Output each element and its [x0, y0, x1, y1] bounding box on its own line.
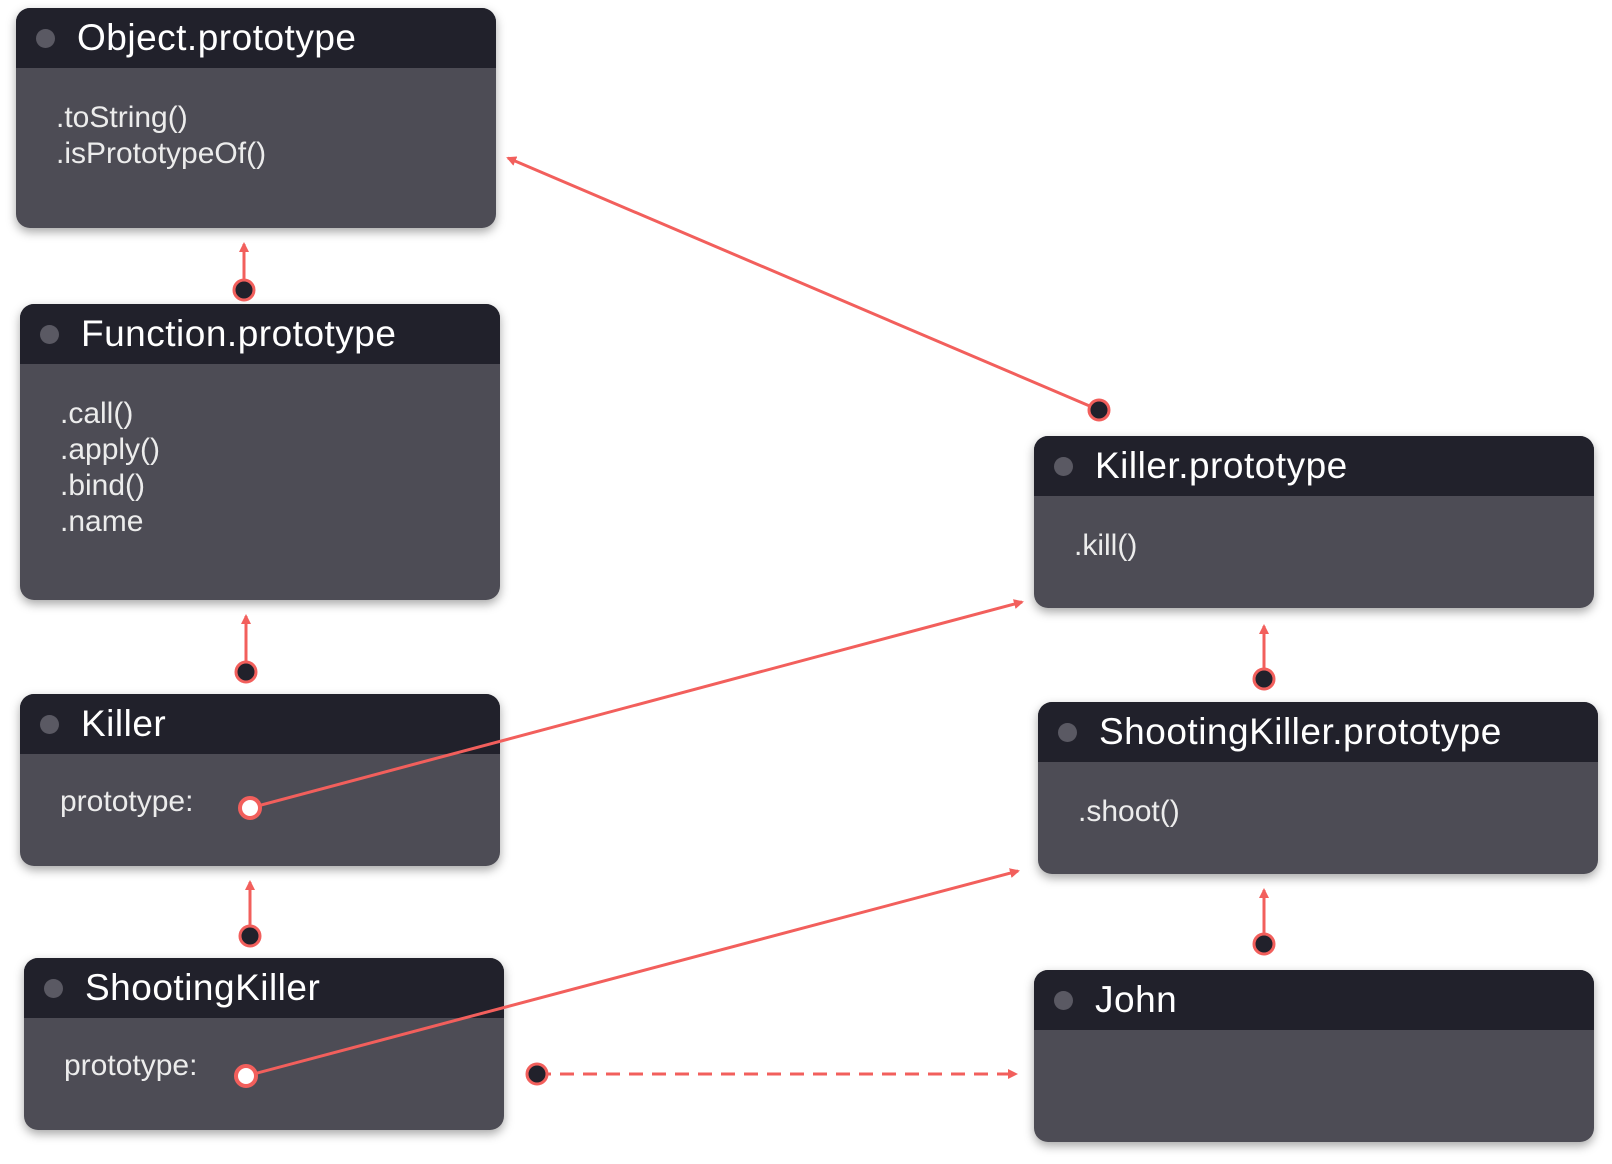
member-item: .isPrototypeOf(): [56, 137, 267, 170]
node-members: .kill(): [1074, 528, 1137, 564]
node-object-prototype[interactable]: Object.prototype .toString() .isPrototyp…: [16, 8, 496, 228]
node-header: John: [1034, 970, 1594, 1030]
node-header: Killer.prototype: [1034, 436, 1594, 496]
prototype-label: prototype:: [64, 1049, 198, 1082]
node-status-dot-icon: [1054, 457, 1073, 476]
link-shooting-killer-to-john-dashed[interactable]: [525, 1062, 1018, 1086]
member-item: .name: [60, 505, 144, 538]
node-killer[interactable]: Killer prototype:: [20, 694, 500, 866]
node-header: ShootingKiller: [24, 958, 504, 1018]
member-item: .call(): [60, 397, 134, 430]
member-item: .bind(): [60, 469, 146, 502]
member-item: .shoot(): [1078, 795, 1180, 828]
node-members: .shoot(): [1078, 794, 1180, 830]
node-header: Killer: [20, 694, 500, 754]
node-shooting-killer[interactable]: ShootingKiller prototype:: [24, 958, 504, 1130]
node-status-dot-icon: [36, 29, 55, 48]
node-title: Killer.prototype: [1095, 445, 1348, 486]
member-item: .toString(): [56, 101, 188, 134]
node-members: .toString() .isPrototypeOf(): [56, 100, 266, 172]
node-status-dot-icon: [1054, 991, 1073, 1010]
node-shooting-killer-prototype[interactable]: ShootingKiller.prototype .shoot(): [1038, 702, 1598, 874]
node-title: ShootingKiller.prototype: [1099, 711, 1502, 752]
node-function-prototype[interactable]: Function.prototype .call() .apply() .bin…: [20, 304, 500, 600]
node-status-dot-icon: [44, 979, 63, 998]
member-item: .apply(): [60, 433, 161, 466]
node-title: Object.prototype: [77, 17, 357, 58]
node-title: Killer: [81, 703, 167, 744]
link-john-to-shooting-killer-prototype[interactable]: [1252, 888, 1276, 956]
node-killer-prototype[interactable]: Killer.prototype .kill(): [1034, 436, 1594, 608]
node-header: ShootingKiller.prototype: [1038, 702, 1598, 762]
link-function-prototype-to-object-prototype[interactable]: [232, 242, 256, 302]
node-title: John: [1095, 979, 1178, 1020]
node-status-dot-icon: [40, 325, 59, 344]
node-status-dot-icon: [1058, 723, 1077, 742]
node-status-dot-icon: [40, 715, 59, 734]
link-shooting-killer-to-killer[interactable]: [238, 880, 262, 948]
link-killer-prototype-to-object-prototype[interactable]: [506, 156, 1111, 422]
node-header: Function.prototype: [20, 304, 500, 364]
node-title: Function.prototype: [81, 313, 397, 354]
node-title: ShootingKiller: [85, 967, 321, 1008]
node-john[interactable]: John: [1034, 970, 1594, 1142]
prototype-label: prototype:: [60, 785, 194, 818]
node-header: Object.prototype: [16, 8, 496, 68]
member-item: .kill(): [1074, 529, 1138, 562]
link-killer-to-function-prototype[interactable]: [234, 614, 258, 684]
link-shooting-killer-prototype-to-killer-prototype[interactable]: [1252, 624, 1276, 691]
node-members: .call() .apply() .bind() .name: [60, 396, 160, 540]
